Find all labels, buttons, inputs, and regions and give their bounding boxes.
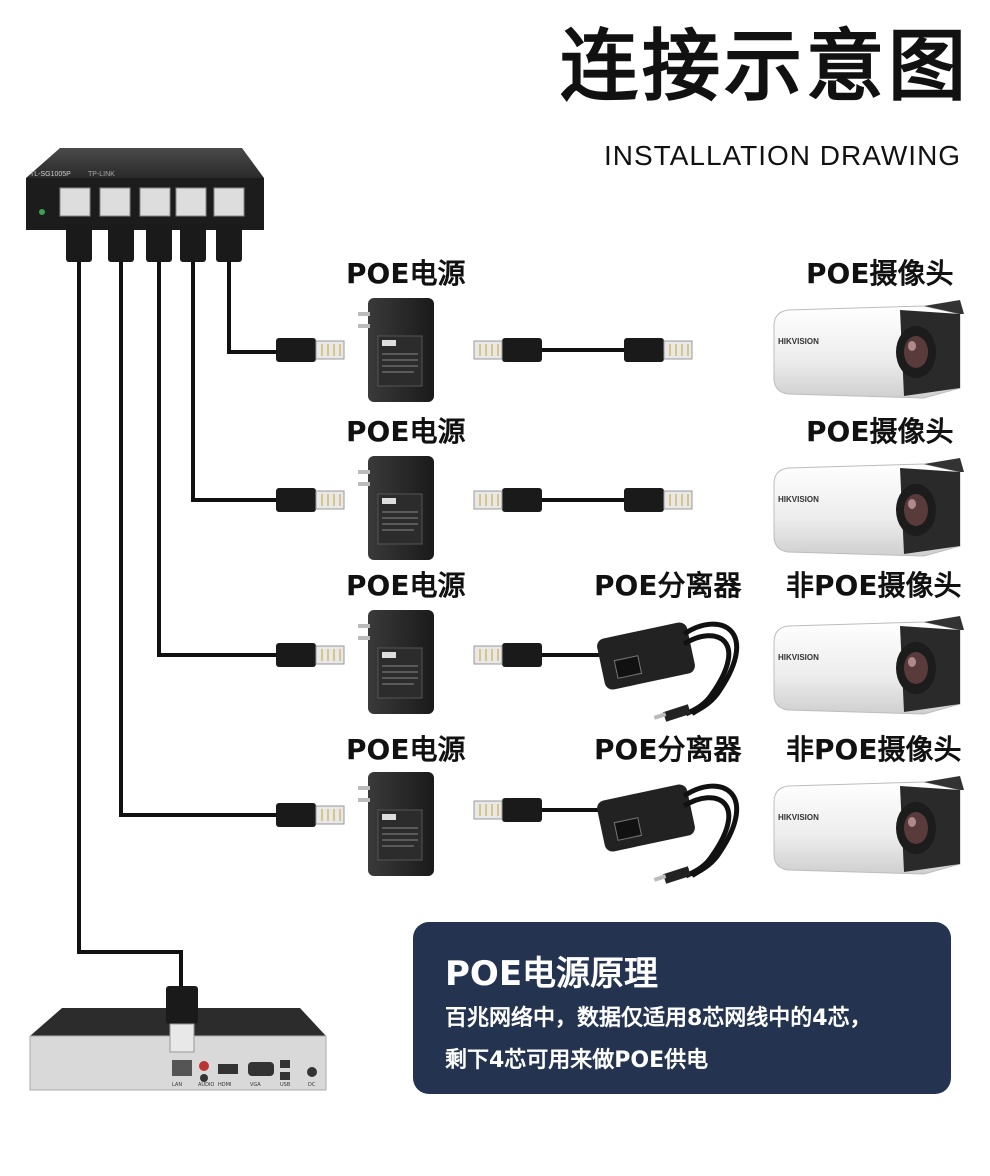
nvr-port-label: LAN [172,1082,182,1088]
nvr-port-label: DC [308,1082,316,1088]
power-label-2: POE电源 [346,415,466,448]
info-line-2: 剩下4芯可用来做POE供电 [445,1048,709,1073]
nvr-port-label: AUDIO [198,1082,214,1088]
splitter-label-3: POE分离器 [594,569,742,602]
nvr-port-label: VGA [250,1082,261,1088]
camera-brand-3: HIKVISION [778,653,819,662]
info-line-1: 百兆网络中，数据仅适用8芯网线中的4芯， [445,1006,872,1031]
info-title: POE电源原理 [445,954,659,994]
splitter-label-4: POE分离器 [594,733,742,766]
cables [77,262,624,990]
nvr-port-label: HDMI [218,1082,231,1088]
switch-model: TL-SG1005P [30,171,71,178]
poe-switch [26,148,264,230]
poe-power-3 [357,609,435,715]
page-subtitle: INSTALLATION DRAWING [604,140,962,171]
poe-power-2 [357,455,435,561]
poe-principle-box: POE电源原理 百兆网络中，数据仅适用8芯网线中的4芯， 剩下4芯可用来做POE… [413,922,951,1094]
camera-4 [773,775,965,875]
camera-label-2: POE摄像头 [806,415,954,448]
poe-power-4 [357,771,435,877]
camera-label-4: 非POE摄像头 [786,733,962,766]
poe-splitter-1 [596,621,737,722]
camera-brand-4: HIKVISION [778,813,819,822]
camera-3 [773,615,965,715]
poe-power-1 [357,297,435,403]
camera-brand-1: HIKVISION [778,337,819,346]
switch-brand: TP-LINK [88,171,115,178]
camera-label-1: POE摄像头 [806,257,954,290]
camera-brand-2: HIKVISION [778,495,819,504]
power-label-3: POE电源 [346,569,466,602]
power-label-1: POE电源 [346,257,466,290]
poe-splitter-2 [596,783,737,884]
page-title: 连接示意图 [560,22,971,112]
power-label-4: POE电源 [346,733,466,766]
camera-2 [773,457,965,557]
nvr-port-label: USB [280,1082,291,1088]
camera-label-3: 非POE摄像头 [786,569,962,602]
camera-1 [773,299,965,399]
